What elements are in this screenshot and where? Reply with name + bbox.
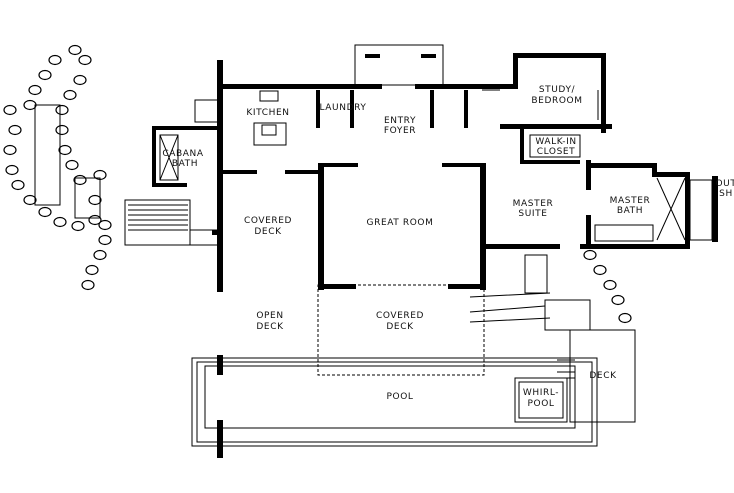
label-cabana-bath: BATH — [172, 159, 198, 169]
label-outdoor-shower: OUT — [716, 179, 734, 189]
label-master-bath-2: BATH — [617, 206, 643, 216]
stepping-stone — [88, 194, 102, 206]
label-cabana: CABANA — [162, 149, 204, 159]
room-labels: KITCHEN LAUNDRY ENTRY FOYER STUDY/ BEDRO… — [162, 85, 734, 409]
stepping-stone — [23, 194, 37, 206]
label-pool: POOL — [386, 392, 413, 402]
stepping-stones — [3, 44, 632, 324]
stepping-stone — [48, 54, 62, 66]
label-master-suite-2: SUITE — [518, 209, 547, 219]
stepping-stone — [71, 220, 85, 232]
label-whirlpool-2: POOL — [527, 399, 554, 409]
stepping-stone — [603, 279, 617, 291]
stepping-stone — [618, 312, 632, 324]
stepping-stone — [93, 249, 107, 261]
label-kitchen: KITCHEN — [246, 108, 289, 118]
stepping-stone — [98, 234, 112, 246]
stepping-stone — [583, 249, 597, 261]
stepping-stone — [65, 159, 79, 171]
stepping-stone — [5, 164, 19, 176]
label-master-bath: MASTER — [610, 196, 651, 206]
stepping-stone — [8, 124, 22, 136]
stepping-stone — [23, 99, 37, 111]
label-covered-deck: COVERED — [244, 216, 292, 226]
stepping-stone — [55, 104, 69, 116]
label-covered-deck-2: DECK — [254, 227, 282, 237]
label-deck: DECK — [589, 371, 617, 381]
covered-deck-outline — [317, 284, 485, 376]
label-covered-deck-lower: COVERED — [376, 311, 424, 321]
stepping-stone — [98, 219, 112, 231]
stepping-stone — [73, 174, 87, 186]
stepping-stone — [28, 84, 42, 96]
label-closet: CLOSET — [537, 147, 576, 157]
label-open-deck-2: DECK — [256, 322, 284, 332]
label-outdoor-shower-2: SH — [719, 189, 733, 199]
label-covered-deck-lower-2: DECK — [386, 322, 414, 332]
label-open-deck: OPEN — [256, 311, 283, 321]
stepping-stone — [68, 44, 82, 56]
label-bedroom: BEDROOM — [531, 96, 582, 106]
label-study: STUDY/ — [539, 85, 576, 95]
stepping-stone — [73, 74, 87, 86]
stepping-stone — [3, 104, 17, 116]
label-whirlpool: WHIRL- — [523, 388, 559, 398]
label-master-suite: MASTER — [513, 199, 554, 209]
walls — [152, 53, 718, 458]
label-walk-in: WALK-IN — [535, 137, 576, 147]
stepping-stone — [55, 124, 69, 136]
stepping-stone — [78, 54, 92, 66]
label-great-room: GREAT ROOM — [367, 218, 434, 228]
stepping-stone — [81, 279, 95, 291]
stepping-stone — [63, 89, 77, 101]
label-laundry: LAUNDRY — [319, 103, 366, 113]
stepping-stone — [3, 144, 17, 156]
stepping-stone — [11, 179, 25, 191]
pool — [191, 254, 636, 447]
stepping-stone — [58, 144, 72, 156]
stepping-stone — [85, 264, 99, 276]
stepping-stone — [611, 294, 625, 306]
stepping-stone — [38, 206, 52, 218]
label-entry: ENTRY — [384, 116, 416, 126]
stepping-stone — [38, 69, 52, 81]
label-foyer: FOYER — [384, 126, 416, 136]
fixtures — [34, 44, 713, 246]
stepping-stone — [593, 264, 607, 276]
stepping-stone — [53, 216, 67, 228]
